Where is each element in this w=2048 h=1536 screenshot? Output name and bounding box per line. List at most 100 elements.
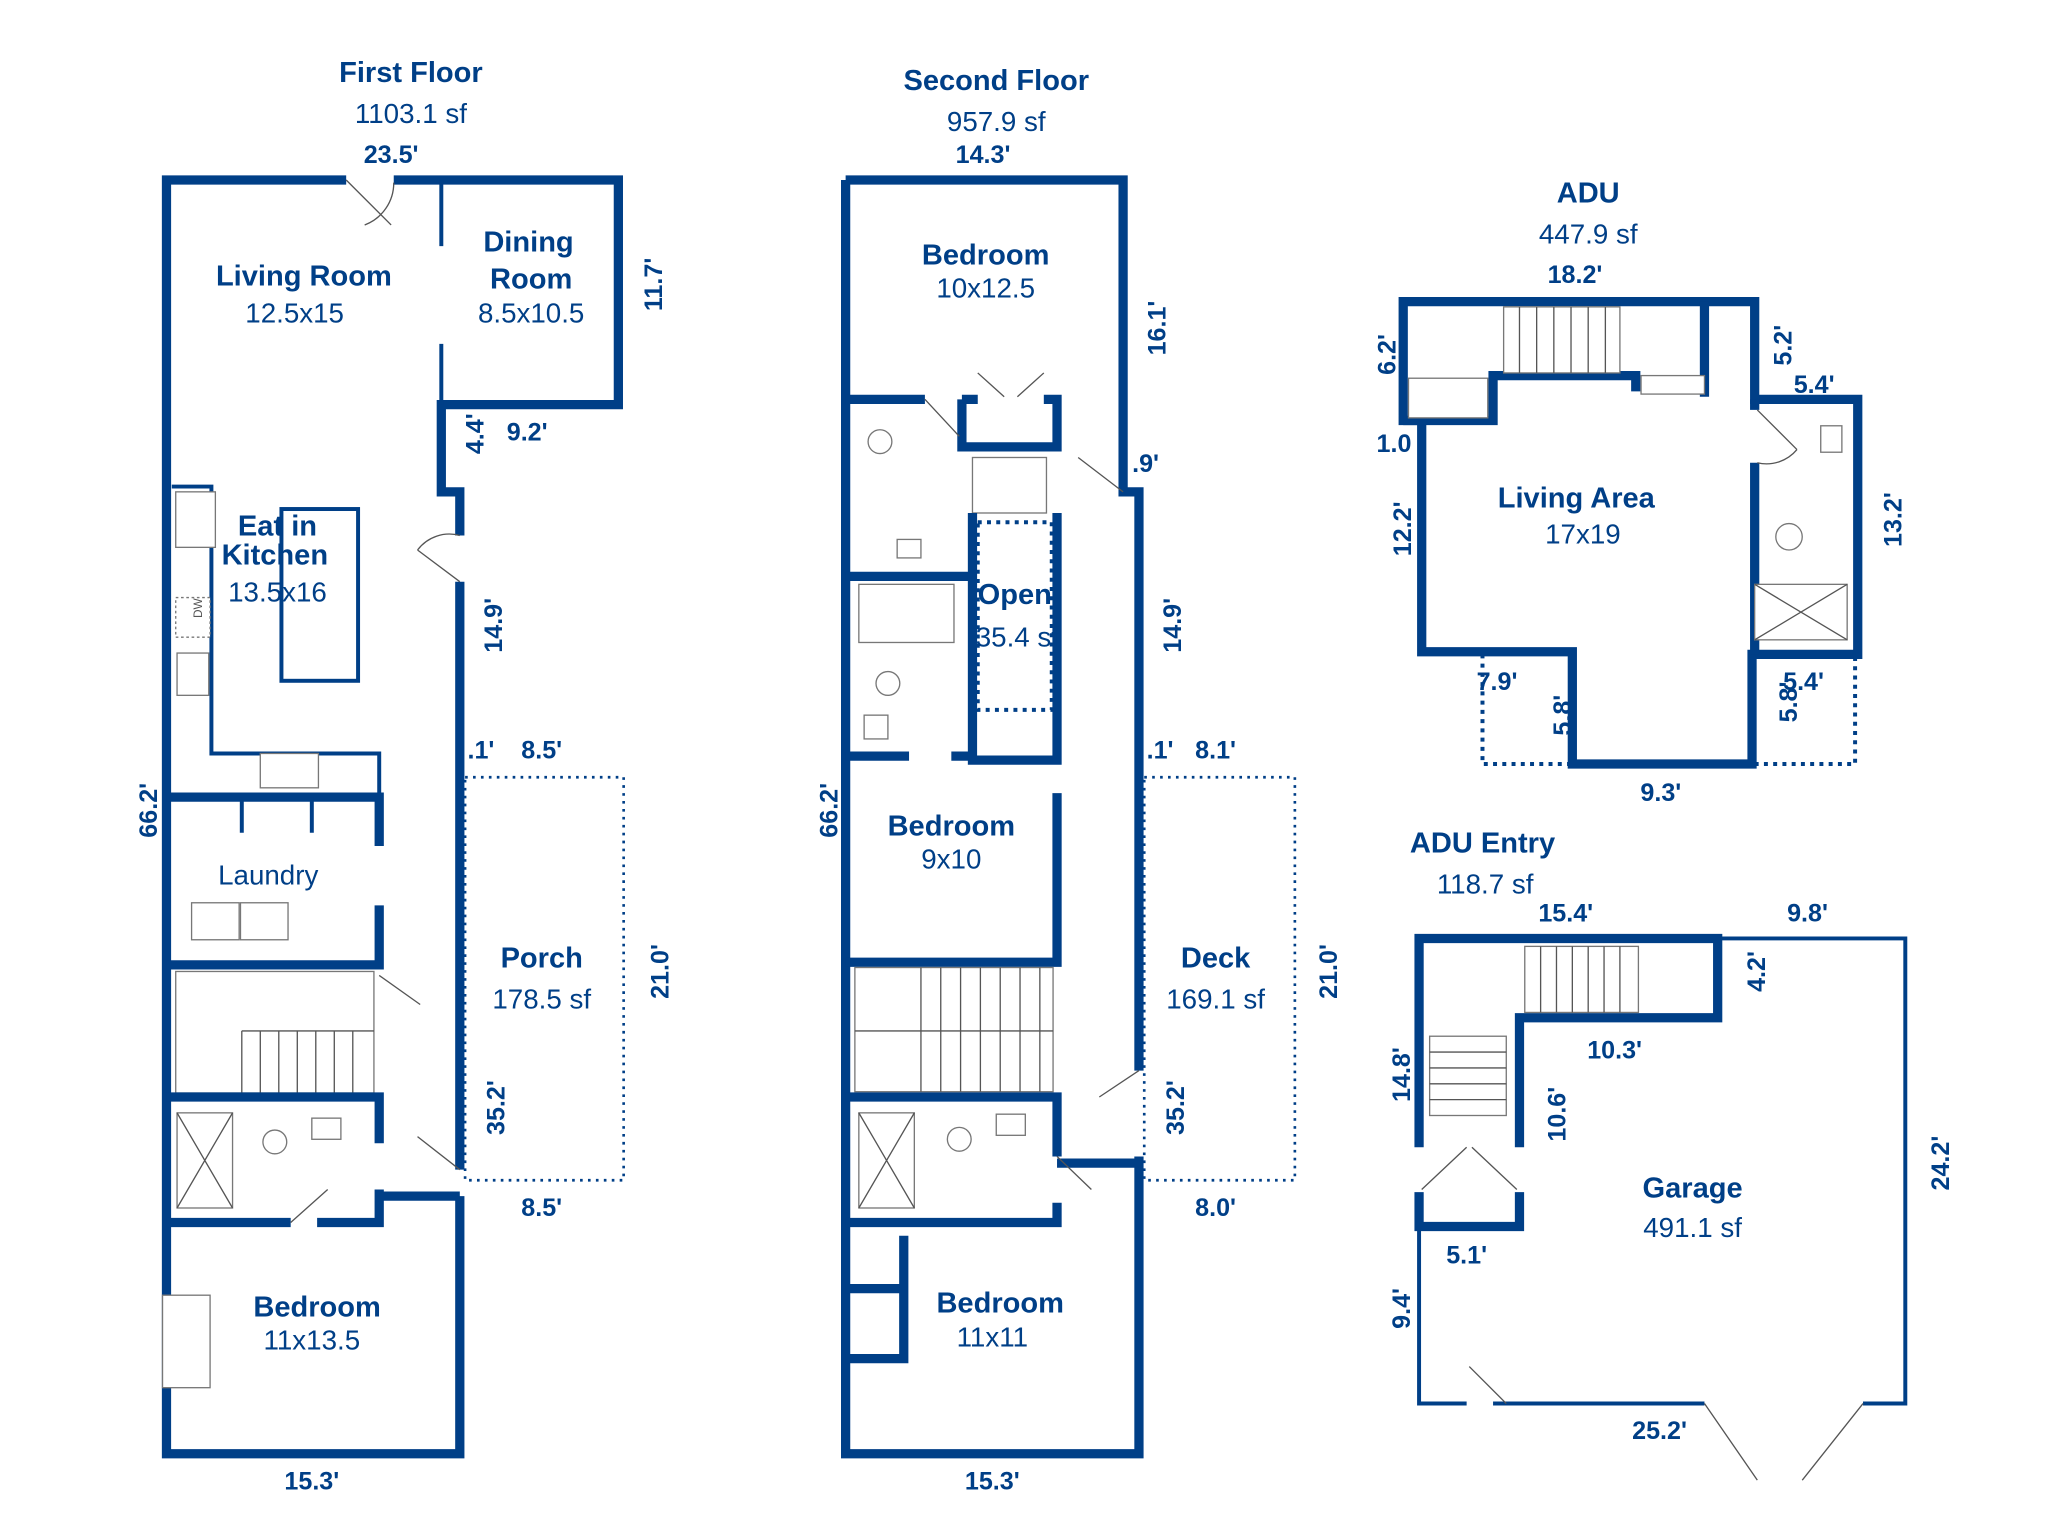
room-name: Living Area xyxy=(1498,483,1656,515)
dimension: 18.2' xyxy=(1548,261,1603,289)
first-floor-plan xyxy=(161,175,625,1459)
kitchen-sink-icon xyxy=(176,652,210,696)
shower-drain-lines xyxy=(176,1112,234,1209)
adu-title: ADU xyxy=(1557,177,1620,209)
toilet-icon xyxy=(875,670,901,696)
first-floor-title: First Floor xyxy=(339,57,483,89)
stairs-icon xyxy=(1524,945,1640,1014)
dimension: 14.8' xyxy=(1388,1047,1416,1102)
room-name: Bedroom xyxy=(936,1287,1064,1319)
first-floor-walls xyxy=(161,175,623,1459)
dishwasher-label: DW xyxy=(191,597,205,618)
shower-drain-lines xyxy=(1754,583,1848,641)
dimension: 5.4' xyxy=(1794,371,1835,399)
room-name: Room xyxy=(490,263,572,295)
room-size: 12.5x15 xyxy=(245,298,344,329)
adu-inner-walls xyxy=(1403,301,1760,655)
kitchen-island xyxy=(279,507,361,683)
bath-sink-icon xyxy=(896,538,922,559)
dimension: 4.4' xyxy=(462,413,490,454)
dimension: 5.8' xyxy=(1775,682,1803,723)
adu-entry-area: 118.7 sf xyxy=(1437,869,1534,900)
shower-drain-lines xyxy=(858,1112,915,1209)
doors xyxy=(1421,1146,1864,1481)
bath-walls xyxy=(166,1092,460,1228)
room-name: Laundry xyxy=(218,859,318,890)
doors xyxy=(290,179,461,1224)
bath-sink-icon xyxy=(311,1117,342,1140)
dimension: 12.2' xyxy=(1389,501,1417,556)
dimension: 15.3' xyxy=(965,1467,1020,1495)
dimension: 8.5' xyxy=(521,737,562,765)
shelf-icon xyxy=(1640,374,1706,395)
dimension: 5.2' xyxy=(1770,325,1798,366)
dimension: 5.4' xyxy=(1783,668,1824,696)
bath-3-walls xyxy=(845,1092,1139,1228)
room-name: Deck xyxy=(1181,943,1251,975)
dimension: 14.9' xyxy=(1159,598,1187,653)
dimension: .1' xyxy=(1147,737,1174,765)
dryer-icon xyxy=(239,902,289,941)
room-size: 35.4 sf xyxy=(976,621,1060,652)
room-size: 491.1 sf xyxy=(1643,1212,1742,1243)
dimension: 1.0 xyxy=(1377,430,1412,458)
dimension: 5.1' xyxy=(1446,1241,1487,1269)
kitchen-counter xyxy=(171,484,382,798)
dimension: 15.3' xyxy=(284,1467,339,1495)
closet-walls xyxy=(845,1235,909,1364)
dimension: 21.0' xyxy=(647,944,675,999)
bath-sink-icon xyxy=(995,1113,1026,1136)
room-size: 11x13.5 xyxy=(264,1324,361,1355)
dimension: 9.8' xyxy=(1787,899,1828,927)
room-name: Bedroom xyxy=(253,1291,381,1323)
dimension: 9.2' xyxy=(507,418,548,446)
dimension: 8.5' xyxy=(521,1194,562,1222)
laundry-walls xyxy=(166,792,384,970)
dimension: 11.7' xyxy=(640,258,668,311)
stairs-icon xyxy=(1502,306,1621,374)
garage-outline xyxy=(1417,936,1908,1406)
room-size: 169.1 sf xyxy=(1166,983,1265,1014)
door xyxy=(1756,409,1798,465)
second-floor-title: Second Floor xyxy=(903,65,1089,97)
room-size: 8.5x10.5 xyxy=(478,298,584,329)
open-area-outline xyxy=(975,520,1054,712)
shower-icon xyxy=(971,456,1048,514)
room-size: 13.5x16 xyxy=(228,577,327,608)
stair-treads xyxy=(1518,306,1607,373)
stair-treads xyxy=(1539,946,1621,1013)
dimension: 14.9' xyxy=(480,598,508,653)
fireplace-icon xyxy=(161,1294,211,1389)
toilet-icon xyxy=(262,1129,288,1155)
toilet-icon xyxy=(867,429,893,455)
room-size: 10x12.5 xyxy=(936,273,1035,304)
dimension: .1' xyxy=(467,737,494,765)
dimension: 14.3' xyxy=(956,141,1011,169)
room-size: 9x10 xyxy=(921,843,981,874)
stove-icon xyxy=(259,752,320,789)
bath-sink-icon xyxy=(863,714,889,740)
second-floor-plan xyxy=(841,175,1297,1459)
dimension: .9' xyxy=(1132,450,1159,478)
counter-icon xyxy=(1407,377,1489,419)
dimension: 24.2' xyxy=(1927,1136,1955,1191)
dimension: 66.2' xyxy=(816,783,844,838)
dimension: 9.4' xyxy=(1388,1288,1416,1329)
room-name: Kitchen xyxy=(222,540,329,572)
dimension: 21.0' xyxy=(1315,944,1343,999)
toilet-icon xyxy=(1775,522,1803,551)
washer-icon xyxy=(190,902,240,941)
stair-treads xyxy=(241,1030,374,1094)
room-name: Eat in xyxy=(238,510,317,542)
garage-plan xyxy=(1414,933,1908,1481)
doors xyxy=(924,372,1140,1190)
stairs-icon xyxy=(1428,1035,1507,1117)
dimension: 6.2' xyxy=(1373,334,1401,375)
dimension: 25.2' xyxy=(1632,1417,1687,1445)
stairs-icon xyxy=(854,966,1054,1093)
room-name: Garage xyxy=(1643,1172,1743,1204)
room-name: Bedroom xyxy=(888,810,1016,842)
dimension: 35.2' xyxy=(483,1080,511,1135)
dimension: 35.2' xyxy=(1162,1080,1190,1135)
